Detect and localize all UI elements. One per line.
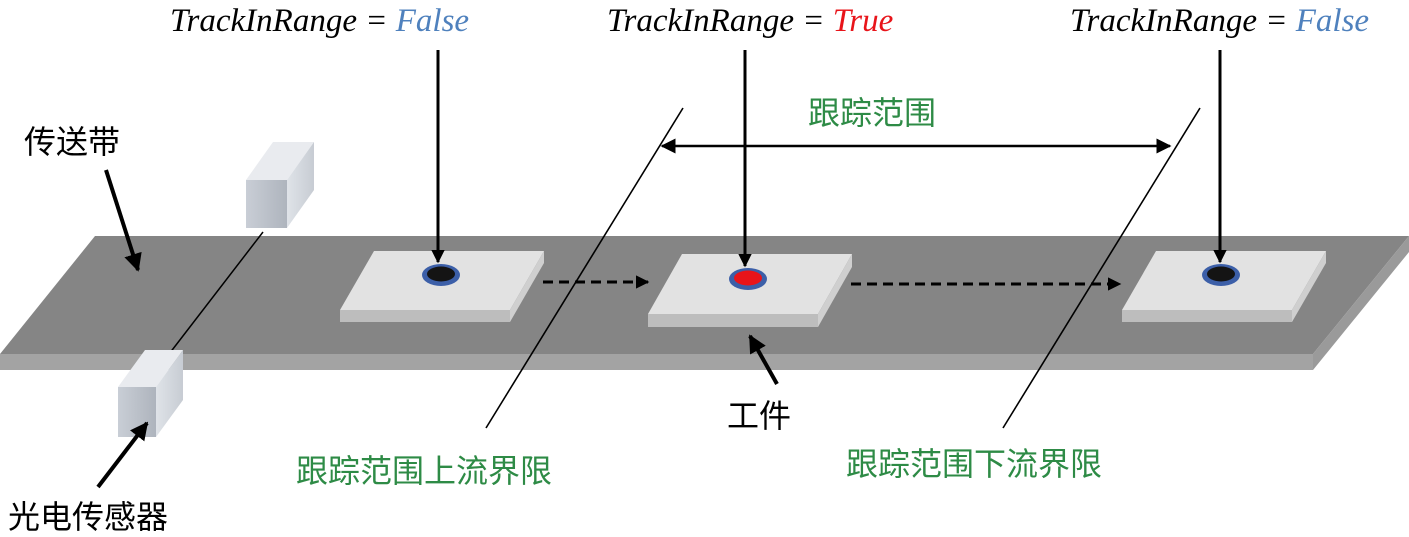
downstream-limit-line	[1002, 107, 1201, 429]
workpiece-pointer-arrow	[748, 334, 779, 385]
upstream-limit-label: 跟踪范围上流界限	[296, 452, 552, 490]
workpiece-label: 工件	[727, 397, 791, 435]
upstream-limit-line	[485, 107, 684, 429]
conveyor-label: 传送带	[24, 123, 120, 161]
track-value-1: False	[395, 3, 469, 39]
photo-sensor-emitter	[246, 142, 314, 228]
downstream-limit-label: 跟踪范围下流界限	[846, 445, 1102, 483]
track-value-3: False	[1295, 3, 1369, 39]
track-status-3: TrackInRange = False	[1070, 3, 1369, 39]
workpiece-1	[340, 251, 544, 322]
sensor-label: 光电传感器	[8, 498, 168, 536]
sensor-pointer-arrow	[96, 421, 149, 489]
conveyor-pointer-arrow	[104, 169, 142, 272]
track-status-1: TrackInRange = False	[170, 3, 469, 39]
workpiece-2	[648, 254, 852, 327]
sensor-beam	[165, 231, 264, 359]
track-status-2: TrackInRange = True	[607, 3, 893, 39]
track-value-2: True	[833, 3, 894, 39]
workpiece-3	[1122, 251, 1326, 322]
tracking-range-label: 跟踪范围	[808, 94, 936, 132]
